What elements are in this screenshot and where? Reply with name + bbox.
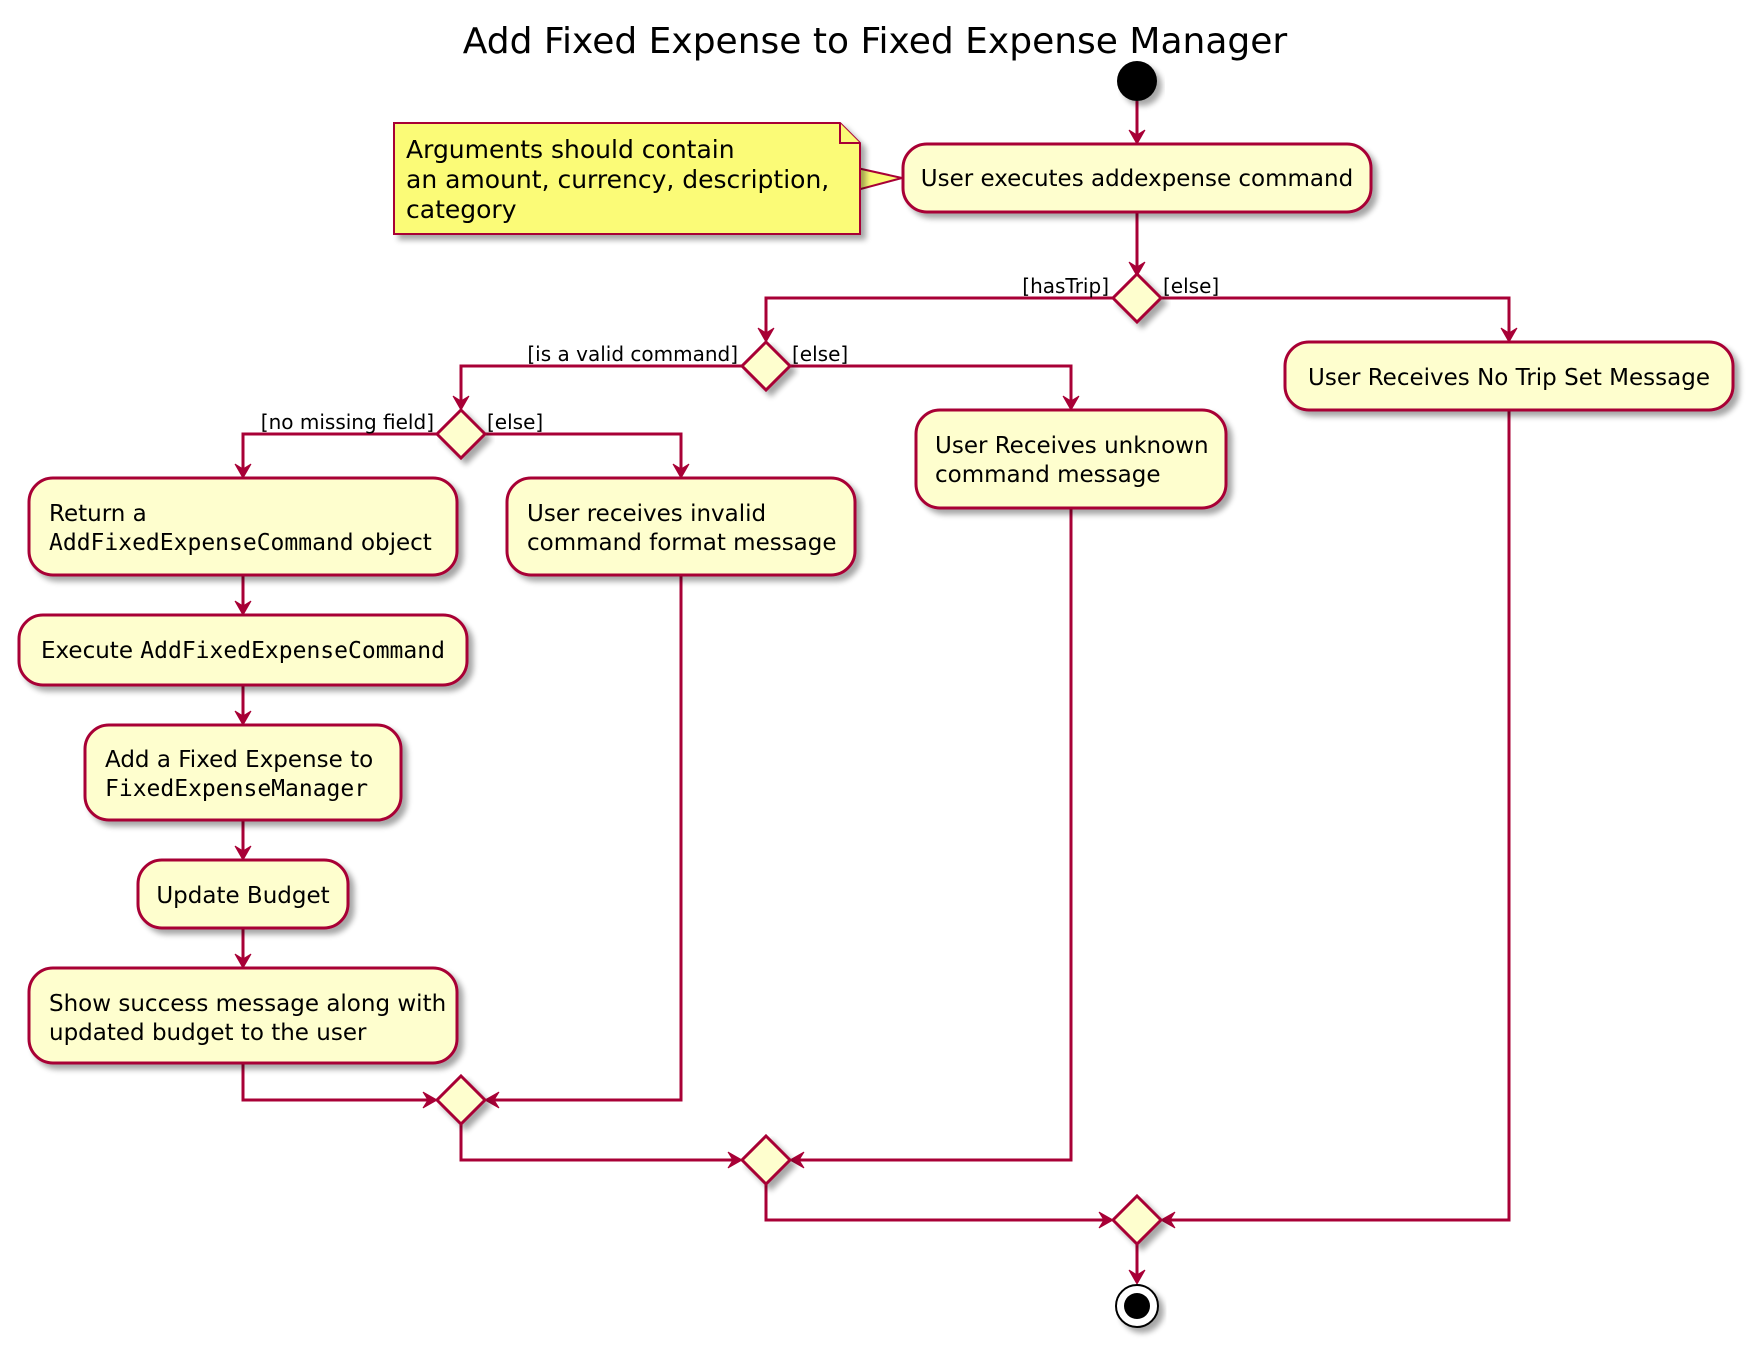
activity-update-budget-label: Update Budget: [156, 883, 329, 909]
note-line-3: category: [406, 195, 517, 224]
activity-no-trip-label: User Receives No Trip Set Message: [1308, 365, 1710, 391]
arrowhead: [234, 710, 252, 727]
activity-add-fixed-expense: [83, 723, 403, 822]
edge-valid-branch: [459, 364, 742, 406]
arrowhead: [672, 463, 690, 480]
decision-missing-field: [434, 407, 488, 461]
guard-no-missing-field: [no missing field]: [261, 410, 434, 434]
execute-command-prefix: Execute: [41, 638, 140, 664]
decision-has-trip: [1110, 271, 1164, 325]
activity-execute-command-label: Execute AddFixedExpenseCommand: [41, 638, 445, 664]
edge-show-to-merge1: [241, 1063, 433, 1102]
note-line-2: an amount, currency, description,: [406, 165, 829, 194]
arrowhead: [1128, 261, 1146, 278]
activity-invalid-format-line-2: command format message: [527, 530, 837, 556]
activity-add-fixed-expense-line-1: Add a Fixed Expense to: [105, 747, 373, 773]
arrowhead: [1159, 1211, 1176, 1229]
return-command-class-name: AddFixedExpenseCommand: [49, 530, 354, 556]
activity-unknown-command-line-2: command message: [935, 462, 1160, 488]
guard-has-trip-else: [else]: [1163, 274, 1219, 298]
arrowhead: [757, 327, 775, 344]
activity-invalid-format-line-1: User receives invalid: [527, 501, 766, 527]
merge-missing-field: [434, 1073, 488, 1127]
merge-has-trip: [1110, 1193, 1164, 1247]
merge-valid-command: [739, 1133, 793, 1187]
note-line-1: Arguments should contain: [406, 135, 735, 164]
arrowhead: [234, 953, 252, 970]
start-node: [1117, 61, 1157, 101]
arrowhead: [727, 1151, 744, 1169]
arrowhead: [1128, 1269, 1146, 1286]
activity-no-trip-message: [1283, 340, 1735, 412]
edge-missing-branch: [485, 432, 683, 474]
activity-unknown-command: [914, 408, 1228, 510]
arguments-note: [393, 122, 861, 235]
arrowhead: [1098, 1211, 1115, 1229]
end-node: [1115, 1284, 1159, 1328]
guard-has-trip: [hasTrip]: [1022, 274, 1109, 298]
decision-valid-command: [739, 339, 793, 393]
arrowhead: [452, 395, 470, 412]
arrowhead: [234, 845, 252, 862]
activity-add-fixed-expense-line-2: FixedExpenseManager: [105, 776, 368, 802]
execute-command-class-name: AddFixedExpenseCommand: [140, 638, 445, 664]
activity-return-command-line-1: Return a: [49, 501, 147, 527]
guard-valid-command-else: [else]: [792, 342, 848, 366]
diagram-title: Add Fixed Expense to Fixed Expense Manag…: [463, 21, 1288, 62]
edge-hastrip-branch: [764, 296, 1113, 338]
activity-show-success: [27, 966, 459, 1065]
arrowhead: [422, 1091, 439, 1109]
arrowhead: [234, 600, 252, 617]
guard-valid-command: [is a valid command]: [527, 342, 738, 366]
arrowhead: [1500, 327, 1518, 344]
edge-notrip-branch: [1161, 296, 1511, 338]
edge-merge2-to-merge3: [764, 1184, 1109, 1222]
arrowhead: [483, 1091, 500, 1109]
edge-unknown-to-merge2: [794, 508, 1073, 1162]
activity-update-budget: [136, 858, 350, 930]
activity-invalid-format: [505, 476, 857, 577]
activity-return-command-line-2: AddFixedExpenseCommand object: [49, 530, 432, 556]
edge-invalid-format-to-merge1: [489, 575, 683, 1102]
activity-show-success-line-2: updated budget to the user: [49, 1020, 367, 1046]
arrowhead: [1128, 129, 1146, 146]
activity-user-executes-label: User executes addexpense command: [921, 166, 1353, 192]
guard-no-missing-field-else: [else]: [487, 410, 543, 434]
arrowhead: [1062, 395, 1080, 412]
note-connector: [856, 166, 903, 192]
activity-user-executes: [901, 142, 1373, 214]
activity-execute-command: [17, 613, 469, 687]
activity-unknown-command-line-1: User Receives unknown: [935, 433, 1209, 459]
edge-invalid-branch: [790, 364, 1073, 406]
edge-no-missing-branch: [241, 432, 437, 474]
arrowhead: [234, 463, 252, 480]
return-command-suffix: object: [354, 530, 432, 556]
activity-show-success-line-1: Show success message along with: [49, 991, 446, 1017]
edges: [234, 101, 1518, 1286]
activity-return-command: [27, 476, 459, 577]
arrowhead: [788, 1151, 805, 1169]
edge-merge1-to-merge2: [459, 1124, 738, 1162]
edge-notrip-to-merge3: [1165, 410, 1511, 1222]
